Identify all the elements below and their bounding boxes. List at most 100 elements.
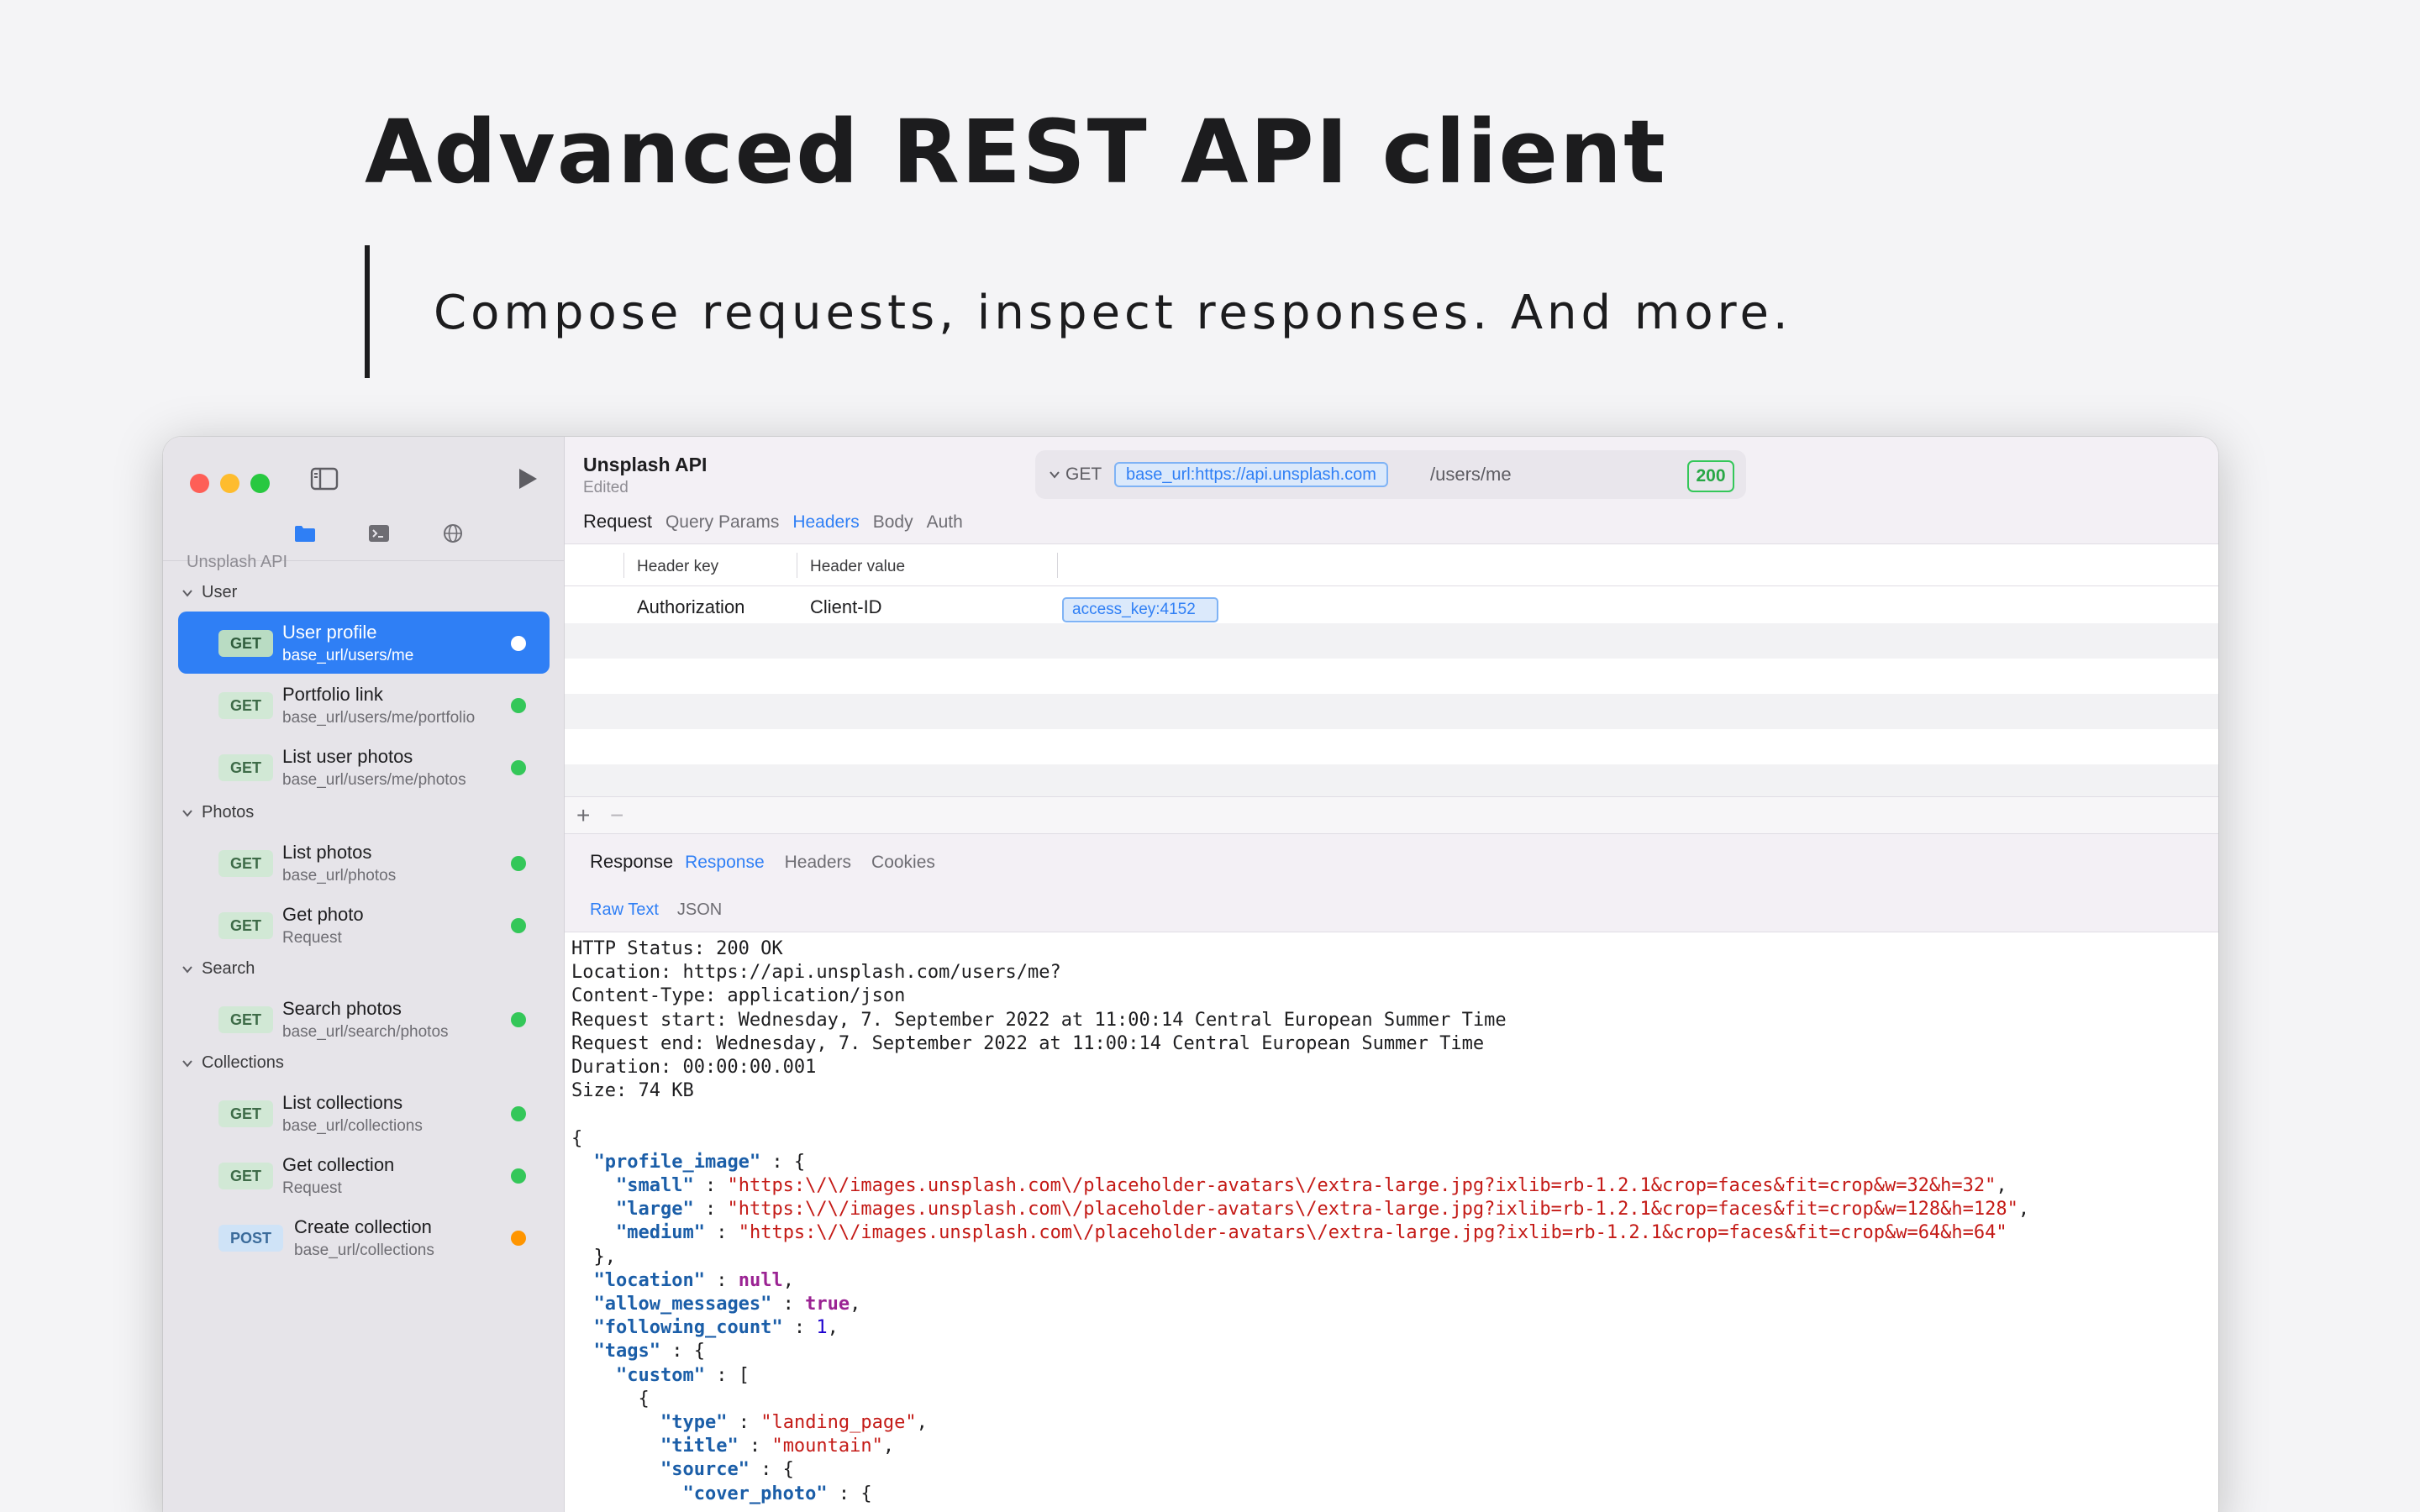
request-item-get-photo[interactable]: GET Get photo Request (178, 894, 550, 956)
group-user[interactable]: User (182, 583, 237, 602)
method-badge: POST (218, 1225, 284, 1252)
method-selector[interactable]: GET (1049, 465, 1102, 485)
method-label: GET (1065, 465, 1102, 484)
request-title: List collections (282, 1092, 403, 1113)
sidebar-tabs (163, 506, 565, 561)
url-bar[interactable]: GET base_url:https://api.unsplash.com /u… (1035, 450, 1746, 499)
request-item-create-collection[interactable]: POST Create collection base_url/collecti… (178, 1206, 550, 1268)
add-row-button[interactable]: + (576, 802, 591, 828)
request-item-get-collection[interactable]: GET Get collection Request (178, 1144, 550, 1206)
chevron-down-icon (182, 1059, 192, 1068)
table-row[interactable] (565, 729, 2218, 764)
status-dot (511, 636, 526, 651)
play-icon[interactable] (511, 462, 544, 496)
status-dot (511, 1012, 526, 1027)
hero-subtitle: Compose requests, inspect responses. And… (434, 286, 1792, 340)
table-row[interactable] (565, 623, 2218, 659)
url-variable-token[interactable]: base_url:https://api.unsplash.com (1114, 462, 1388, 487)
request-section-label: Request (583, 511, 652, 532)
tab-json[interactable]: JSON (676, 900, 723, 919)
table-header: Header key Header value (565, 544, 2218, 586)
format-tabs-bar: Raw Text JSON (565, 884, 2218, 932)
request-title: List user photos (282, 746, 413, 767)
folder-icon[interactable] (291, 519, 319, 548)
group-label: User (202, 583, 238, 601)
method-badge: GET (218, 754, 274, 781)
request-url: base_url/collections (294, 1242, 434, 1259)
terminal-icon[interactable] (365, 519, 393, 548)
request-item-portfolio-link[interactable]: GET Portfolio link base_url/users/me/por… (178, 674, 550, 736)
table-row[interactable]: Authorization Client-ID (565, 588, 2218, 623)
table-row[interactable] (565, 659, 2218, 694)
request-title: User profile (282, 622, 377, 643)
response-tabs: Response Response Headers Cookies (590, 851, 935, 873)
json-type-value: landing_page (771, 1412, 906, 1434)
globe-icon[interactable] (439, 519, 467, 548)
method-badge: GET (218, 850, 274, 877)
tab-headers[interactable]: Headers (792, 512, 860, 532)
remove-row-button[interactable]: − (610, 802, 624, 828)
tab-response[interactable]: Response (685, 853, 765, 872)
response-section-label: Response (590, 851, 674, 872)
format-tabs: Raw Text JSON (590, 900, 722, 920)
method-badge: GET (218, 692, 274, 719)
request-url: Request (282, 1179, 342, 1197)
chevron-down-icon (1050, 471, 1060, 479)
response-tabs-bar: Response Response Headers Cookies (565, 833, 2218, 884)
tab-body[interactable]: Body (872, 512, 913, 532)
group-label: Collections (202, 1053, 284, 1072)
request-url: base_url/search/photos (282, 1023, 449, 1041)
table-row[interactable] (565, 764, 2218, 800)
request-url: Request (282, 929, 342, 947)
request-item-search-photos[interactable]: GET Search photos base_url/search/photos (178, 988, 550, 1050)
tab-raw-text[interactable]: Raw Text (590, 900, 659, 919)
request-item-list-photos[interactable]: GET List photos base_url/photos (178, 832, 550, 894)
column-header-key: Header key (637, 558, 719, 575)
row-controls: + − (565, 796, 2218, 833)
tab-cookies[interactable]: Cookies (871, 853, 935, 872)
group-label: Search (202, 959, 255, 978)
main-panel: Unsplash API Edited GET base_url:https:/… (565, 437, 2218, 1512)
close-window-button[interactable] (190, 474, 209, 493)
json-medium-url: https:\/\/images.unsplash.com\/placehold… (749, 1222, 1996, 1244)
method-badge: GET (218, 630, 274, 657)
response-body: HTTP Status: 200 OK Location: https://ap… (571, 938, 2030, 1504)
header-key-cell[interactable]: Authorization (637, 596, 745, 617)
request-title: Create collection (294, 1216, 432, 1237)
url-path[interactable]: /users/me (1430, 464, 1512, 485)
json-small-url: https:\/\/images.unsplash.com\/placehold… (738, 1175, 1986, 1197)
header-variable-token[interactable]: access_key:4152 (1062, 597, 1218, 622)
table-row[interactable] (565, 694, 2218, 729)
status-dot (511, 698, 526, 713)
response-meta-line: Request start: Wednesday, 7. September 2… (571, 1009, 1507, 1031)
request-item-list-collections[interactable]: GET List collections base_url/collection… (178, 1082, 550, 1144)
tab-auth[interactable]: Auth (926, 512, 963, 532)
column-header-value: Header value (810, 558, 906, 575)
group-collections[interactable]: Collections (182, 1053, 284, 1073)
request-url: base_url/users/me (282, 647, 414, 664)
method-badge: GET (218, 1100, 274, 1127)
request-item-list-user-photos[interactable]: GET List user photos base_url/users/me/p… (178, 736, 550, 798)
method-badge: GET (218, 912, 274, 939)
tab-response-headers[interactable]: Headers (784, 853, 852, 872)
status-dot (511, 918, 526, 933)
json-title-value: mountain (782, 1436, 872, 1457)
json-following-count-value: 1 (816, 1317, 828, 1339)
method-badge: GET (218, 1006, 274, 1033)
minimize-window-button[interactable] (220, 474, 239, 493)
response-meta-line: Size: 74 KB (571, 1080, 694, 1102)
request-item-user-profile[interactable]: GET User profile base_url/users/me (178, 612, 550, 674)
group-photos[interactable]: Photos (182, 803, 254, 822)
sidebar: Unsplash API User GET User profile base_… (163, 437, 565, 1512)
sidebar-toggle-icon[interactable] (308, 462, 341, 496)
header-value-cell[interactable]: Client-ID (810, 596, 882, 617)
request-url: base_url/users/me/photos (282, 771, 466, 789)
group-search[interactable]: Search (182, 959, 255, 979)
group-label: Photos (202, 803, 255, 822)
method-badge: GET (218, 1163, 274, 1189)
tab-query-params[interactable]: Query Params (665, 512, 780, 532)
hero-title: Advanced REST API client (365, 101, 1667, 203)
zoom-window-button[interactable] (250, 474, 270, 493)
response-meta-line: HTTP Status: 200 OK (571, 938, 783, 959)
response-meta-line: Content-Type: application/json (571, 985, 906, 1007)
